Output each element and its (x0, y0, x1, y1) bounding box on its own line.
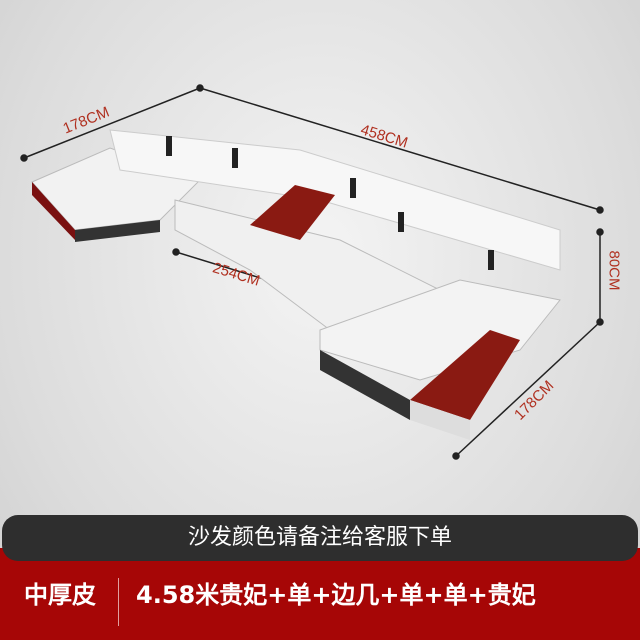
sofa (31, 129, 561, 440)
spec-bar (0, 548, 640, 640)
material-label: 中厚皮 (24, 581, 96, 609)
dim-height: 80CM (605, 250, 623, 291)
color-notice: 沙发颜色请备注给客服下单 (2, 515, 638, 561)
divider (118, 578, 119, 626)
configuration-label: 4.58米贵妃+单+边几+单+单+贵妃 (136, 581, 536, 609)
